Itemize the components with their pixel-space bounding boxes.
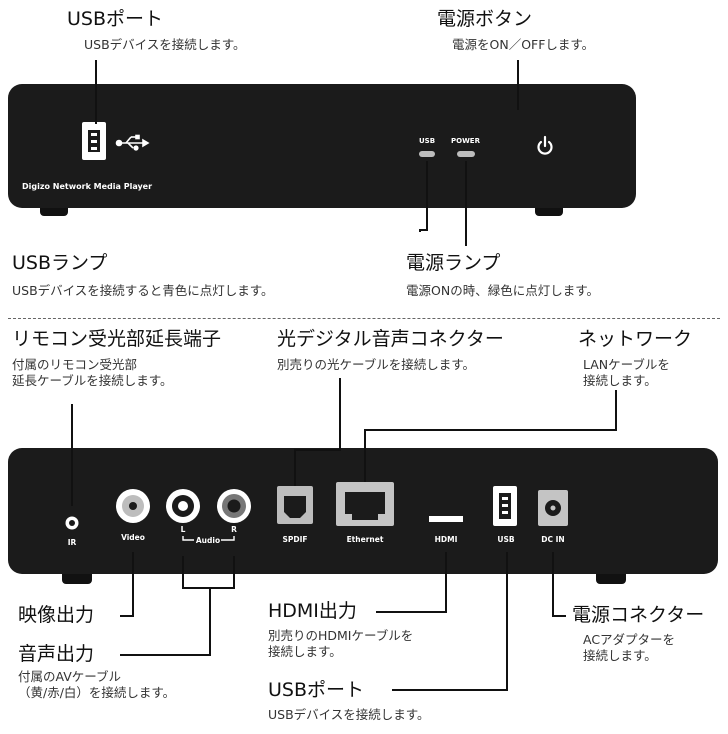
- optical-desc: 別売りの光ケーブルを接続します。: [277, 357, 476, 372]
- audio-out-desc-line2: （黄/赤/白）を接続します。: [18, 685, 176, 701]
- back-usb-port-title: USBポート: [268, 679, 365, 701]
- power-button-title: 電源ボタン: [437, 8, 533, 30]
- ir-ext-title: リモコン受光部延長端子: [12, 328, 222, 350]
- hdmi-label: HDMI: [435, 535, 458, 544]
- spdif-label: SPDIF: [282, 535, 307, 544]
- audio-out-desc-line1: 付属のAVケーブル: [18, 669, 122, 684]
- dc-in-label: DC IN: [541, 535, 564, 544]
- ethernet-label: Ethernet: [347, 535, 384, 544]
- usb-led: [419, 151, 435, 157]
- front-panel: [8, 84, 636, 208]
- audio-out-title: 音声出力: [18, 643, 95, 665]
- audio-l-label: L: [181, 525, 186, 534]
- network-desc-line1: LANケーブルを: [583, 357, 670, 372]
- back-usb-label: USB: [497, 535, 514, 544]
- network-title: ネットワーク: [578, 328, 693, 350]
- device-label: Digizo Network Media Player: [22, 182, 152, 191]
- power-conn-desc: ACアダプターを 接続します。: [583, 632, 675, 665]
- power-lamp-desc: 電源ONの時、緑色に点灯します。: [406, 283, 599, 298]
- power-conn-desc-line1: ACアダプターを: [583, 632, 676, 647]
- power-button-icon: [537, 135, 553, 155]
- hdmi-out-desc: 別売りのHDMIケーブルを 接続します。: [268, 628, 413, 661]
- video-out-title: 映像出力: [18, 604, 95, 626]
- power-conn-desc-line2: 接続します。: [583, 648, 657, 664]
- back-usb-port-desc: USBデバイスを接続します。: [268, 707, 430, 722]
- usb-lamp-title: USBランプ: [12, 252, 108, 274]
- ir-label: IR: [68, 538, 77, 547]
- section-divider: [8, 318, 720, 319]
- hdmi-out-desc-line1: 別売りのHDMIケーブルを: [268, 628, 414, 643]
- ir-ext-desc: 付属のリモコン受光部 延長ケーブルを接続します。: [12, 357, 173, 390]
- front-usb-port-desc: USBデバイスを接続します。: [84, 37, 246, 52]
- audio-r-label: R: [231, 525, 237, 534]
- hdmi-port: [429, 516, 463, 522]
- network-desc: LANケーブルを 接続します。: [583, 357, 670, 390]
- audio-out-desc: 付属のAVケーブル （黄/赤/白）を接続します。: [18, 669, 175, 702]
- ir-ext-desc-line2: 延長ケーブルを接続します。: [12, 373, 173, 389]
- usb-lamp-desc: USBデバイスを接続すると青色に点灯します。: [12, 283, 274, 298]
- usb-symbol-icon: [115, 134, 150, 151]
- power-led-label: POWER: [451, 137, 481, 145]
- power-lamp-title: 電源ランプ: [406, 252, 501, 274]
- hdmi-out-title: HDMI出力: [268, 600, 357, 622]
- leader-lines: [71, 60, 617, 691]
- optical-title: 光デジタル音声コネクター: [277, 328, 504, 350]
- power-conn-title: 電源コネクター: [572, 604, 705, 626]
- power-button-desc: 電源をON／OFFします。: [452, 37, 595, 52]
- audio-label: Audio: [196, 536, 220, 545]
- ir-ext-desc-line1: 付属のリモコン受光部: [12, 357, 138, 372]
- usb-led-label: USB: [419, 137, 435, 145]
- power-led: [457, 151, 475, 157]
- front-usb-port-title: USBポート: [67, 8, 164, 30]
- video-label: Video: [121, 533, 145, 542]
- network-desc-line2: 接続します。: [583, 373, 657, 389]
- hdmi-out-desc-line2: 接続します。: [268, 644, 342, 660]
